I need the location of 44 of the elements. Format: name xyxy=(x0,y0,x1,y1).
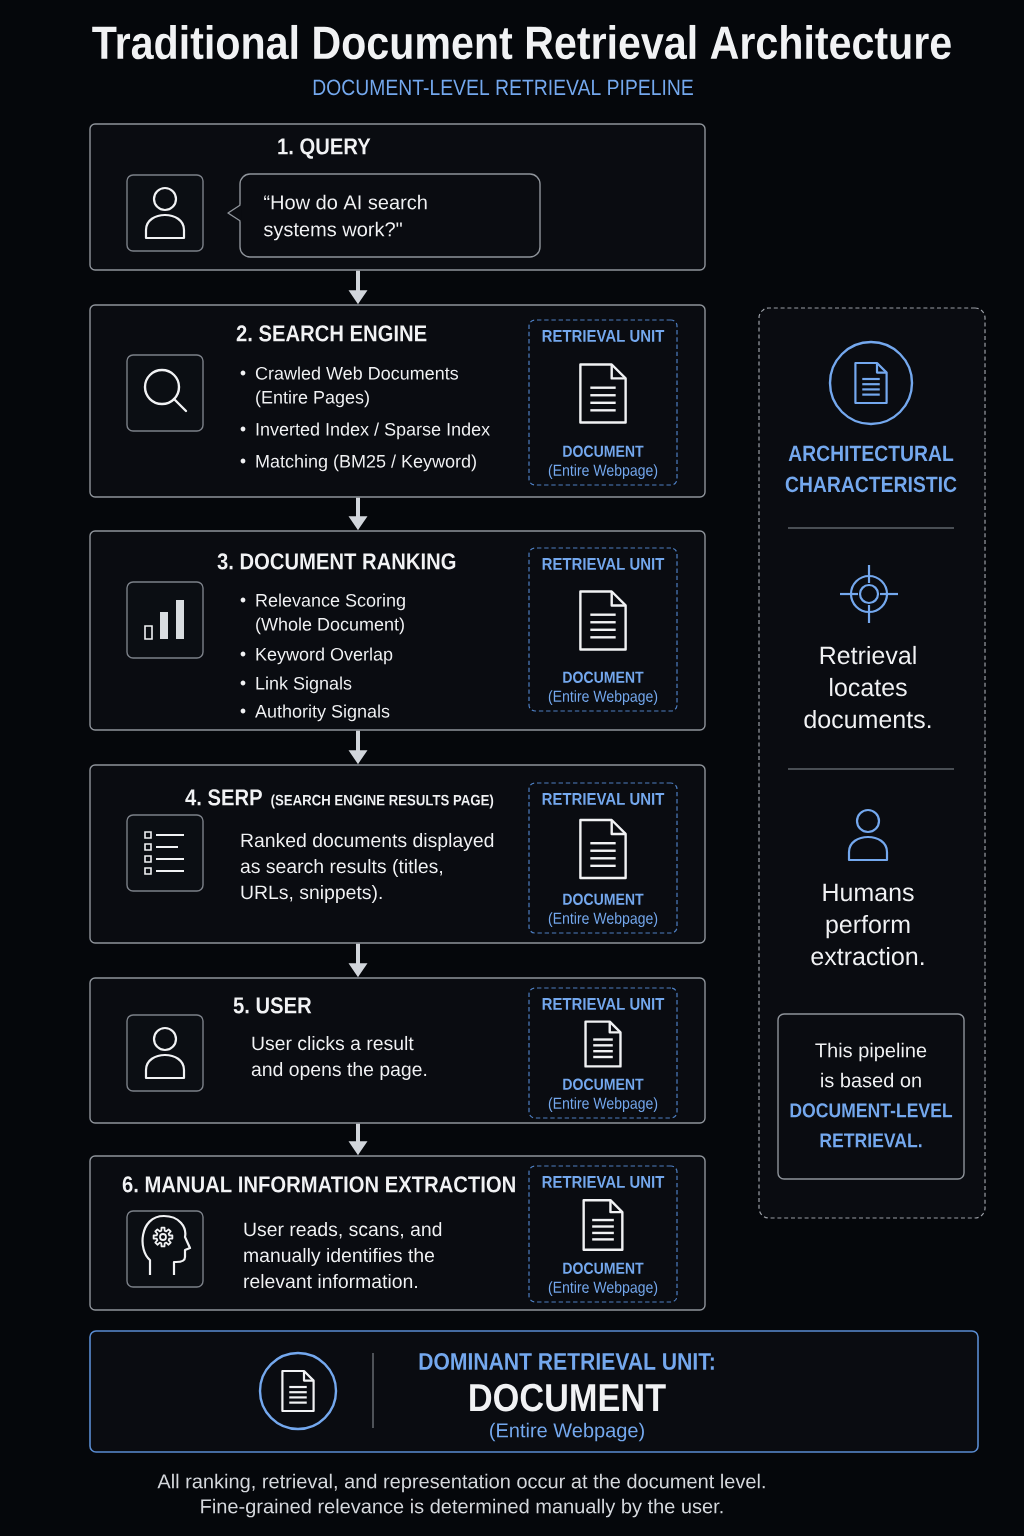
step-heading: 4. SERP xyxy=(185,789,262,806)
band-note: (Entire Webpage) xyxy=(490,1422,644,1442)
unit-name: DOCUMENT xyxy=(563,1078,644,1090)
step-heading: 1. QUERY xyxy=(278,138,371,159)
unit-note: (Entire Webpage) xyxy=(548,464,658,480)
step-heading: 3. DOCUMENT RANKING xyxy=(217,553,456,570)
unit-note: (Entire Webpage) xyxy=(548,1281,658,1297)
unit-note: (Entire Webpage) xyxy=(548,690,658,706)
unit-label: RETRIEVAL UNIT xyxy=(542,1176,665,1188)
title: Traditional Document Retrieval Architecture xyxy=(92,24,951,60)
unit-label: RETRIEVAL UNIT xyxy=(542,793,665,805)
band-title: DOCUMENT xyxy=(470,1383,666,1412)
unit-note: (Entire Webpage) xyxy=(548,1097,658,1113)
note-emphasis: DOCUMENT-LEVEL RETRIEVAL. xyxy=(790,1103,953,1148)
panel-text: Humans perform extraction. xyxy=(811,883,924,966)
unit-name: DOCUMENT xyxy=(563,445,644,457)
bullet-text: Link Signals xyxy=(256,676,352,694)
unit-label: RETRIEVAL UNIT xyxy=(542,330,665,342)
heading-note: (SEARCH ENGINE RESULTS PAGE) xyxy=(271,794,494,809)
unit-note: (Entire Webpage) xyxy=(548,912,658,928)
bullet-text: Crawled Web Documents (Entire Pages) xyxy=(255,366,459,408)
bullet-text: Matching (BM25 / Keyword) xyxy=(256,454,476,472)
step-heading: 5. USER xyxy=(233,997,312,1014)
bullet-text: Inverted Index / Sparse Index xyxy=(256,422,490,440)
subtitle: DOCUMENT-LEVEL RETRIEVAL PIPELINE xyxy=(313,79,693,96)
description: User clicks a result and opens the page. xyxy=(251,1035,427,1080)
bullet-text: Authority Signals xyxy=(255,704,390,722)
description: Ranked documents displayed as search results (titles, URLs, snippets). xyxy=(240,832,494,903)
unit-label: RETRIEVAL UNIT xyxy=(542,998,665,1010)
step-heading: 6. MANUAL INFORMATION EXTRACTION xyxy=(122,1176,515,1193)
panel-text: Retrieval locates documents. xyxy=(804,645,931,729)
unit-label: RETRIEVAL UNIT xyxy=(542,558,665,570)
unit-name: DOCUMENT xyxy=(563,893,644,905)
speech-bubble: “How do AI search systems work?" xyxy=(227,173,541,258)
step-heading: 2. SEARCH ENGINE xyxy=(236,325,427,342)
description: User reads, scans, and manually identifies the relevant information. xyxy=(244,1221,442,1289)
unit-name: DOCUMENT xyxy=(563,1262,644,1274)
bullet-text: Keyword Overlap xyxy=(256,647,393,665)
note-text: This pipeline is based on xyxy=(815,1042,927,1088)
panel-heading: ARCHITECTURAL CHARACTERISTIC xyxy=(785,445,957,493)
caption: All ranking, retrieval, and representation occur at the document level. Fine-grained relevance is determined manually by the user. xyxy=(157,1473,765,1518)
unit-name: DOCUMENT xyxy=(563,671,644,683)
bullet-text: Relevance Scoring (Whole Document) xyxy=(256,593,405,635)
band-label: DOMINANT RETRIEVAL UNIT: xyxy=(419,1352,714,1370)
